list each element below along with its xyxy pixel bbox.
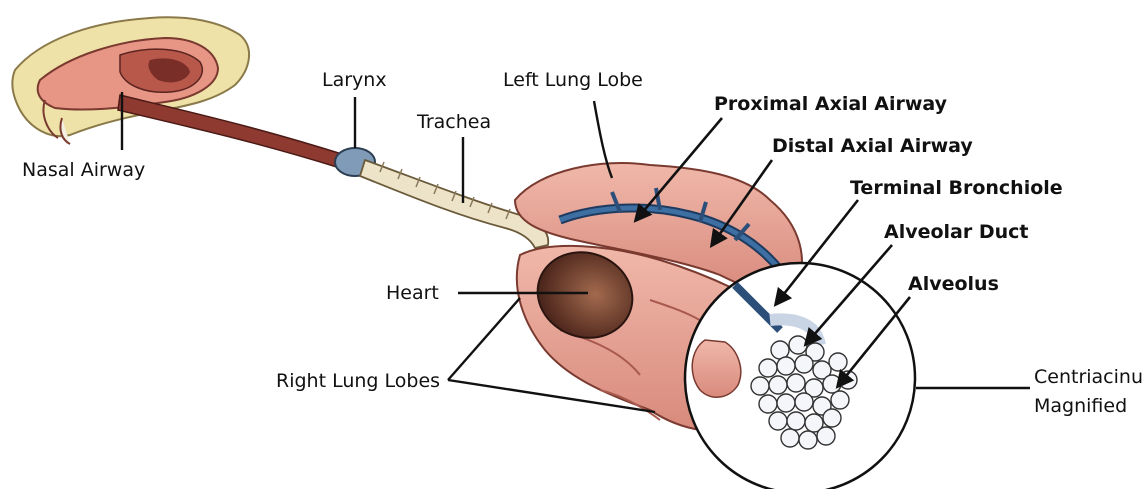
- right-lung-lobes-leader-upper: [448, 298, 520, 380]
- label-heart: Heart: [386, 282, 439, 304]
- label-alveolus: Alveolus: [908, 273, 999, 295]
- label-nasal-airway: Nasal Airway: [22, 159, 145, 181]
- label-trachea: Trachea: [416, 111, 491, 133]
- centriacinus-magnified-illustration: [685, 263, 915, 489]
- upper-airway-tube: [118, 95, 345, 168]
- label-larynx: Larynx: [322, 69, 387, 91]
- label-centriacinus-line2: Magnified: [1034, 395, 1127, 417]
- label-alveolar-duct: Alveolar Duct: [884, 221, 1029, 243]
- label-right-lung-lobes: Right Lung Lobes: [276, 370, 440, 392]
- label-left-lung-lobe: Left Lung Lobe: [503, 69, 643, 91]
- label-proximal-axial-airway: Proximal Axial Airway: [714, 93, 948, 115]
- label-terminal-bronchiole: Terminal Bronchiole: [850, 177, 1063, 199]
- label-distal-axial-airway: Distal Axial Airway: [772, 135, 973, 157]
- label-centriacinus-line1: Centriacinus: [1034, 366, 1142, 388]
